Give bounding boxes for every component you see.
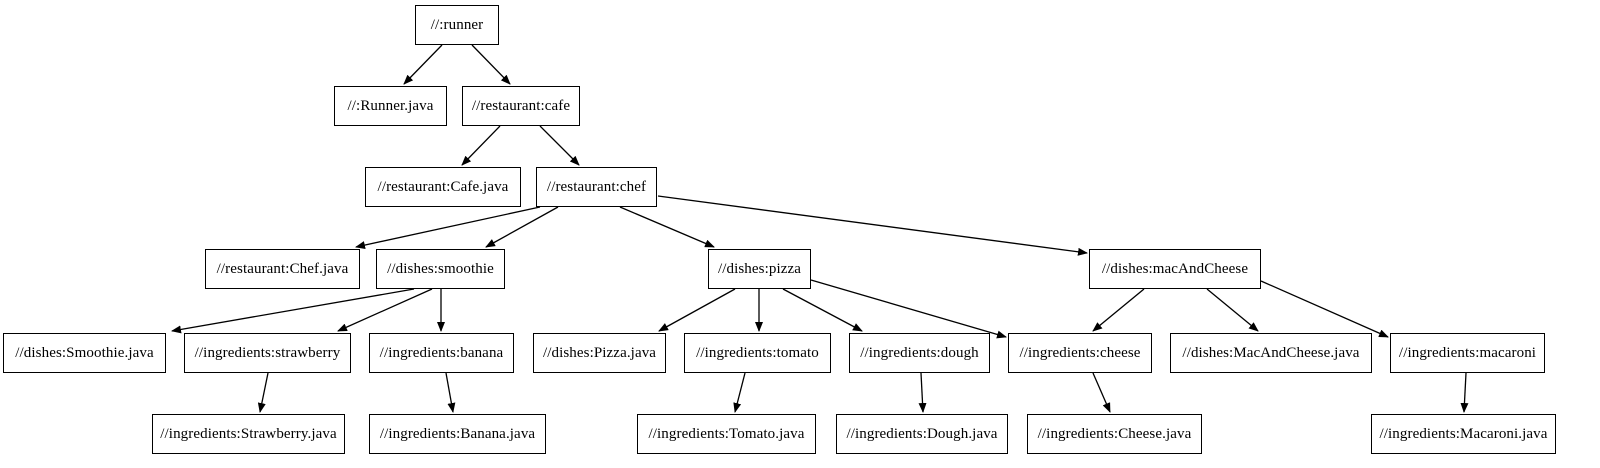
graph-node-label: //ingredients:Banana.java — [379, 425, 536, 442]
graph-edge-runner-to-restaurant_cafe — [471, 44, 511, 85]
graph-node-label: //dishes:macAndCheese — [1101, 260, 1249, 277]
graph-node-dishes_smoothie[interactable]: //dishes:smoothie — [376, 249, 505, 289]
graph-node-ing_dough_java[interactable]: //ingredients:Dough.java — [836, 414, 1008, 454]
graph-node-label: //ingredients:strawberry — [194, 344, 341, 361]
graph-node-ing_strawberry_java[interactable]: //ingredients:Strawberry.java — [152, 414, 345, 454]
graph-node-dishes_macandcheese_java[interactable]: //dishes:MacAndCheese.java — [1170, 333, 1372, 373]
graph-node-label: //ingredients:Dough.java — [846, 425, 998, 442]
graph-edge-ing_banana-to-ing_banana_java — [445, 372, 456, 413]
graph-node-label: //ingredients:Tomato.java — [648, 425, 805, 442]
graph-node-label: //ingredients:macaroni — [1398, 344, 1537, 361]
graph-edge-restaurant_chef-to-restaurant_chef_java — [355, 206, 541, 249]
graph-node-label: //ingredients:banana — [379, 344, 504, 361]
graph-node-runner_java[interactable]: //:Runner.java — [334, 86, 447, 126]
graph-node-label: //restaurant:chef — [546, 178, 647, 195]
graph-node-restaurant_cafe[interactable]: //restaurant:cafe — [462, 86, 580, 126]
graph-node-ing_tomato_java[interactable]: //ingredients:Tomato.java — [637, 414, 816, 454]
graph-edge-ing_dough-to-ing_dough_java — [918, 372, 927, 413]
graph-node-dishes_macandcheese[interactable]: //dishes:macAndCheese — [1089, 249, 1261, 289]
graph-edge-ing_macaroni-to-ing_macaroni_java — [1460, 372, 1469, 413]
graph-node-ing_macaroni_java[interactable]: //ingredients:Macaroni.java — [1371, 414, 1556, 454]
graph-node-dishes_pizza[interactable]: //dishes:pizza — [708, 249, 811, 289]
graph-node-label: //:runner — [430, 16, 484, 33]
graph-node-restaurant_chef_java[interactable]: //restaurant:Chef.java — [205, 249, 360, 289]
graph-edge-dishes_macandcheese-to-dishes_macandcheese_java — [1206, 288, 1259, 332]
graph-node-label: //ingredients:tomato — [696, 344, 819, 361]
graph-node-ing_strawberry[interactable]: //ingredients:strawberry — [184, 333, 351, 373]
graph-node-ing_cheese[interactable]: //ingredients:cheese — [1008, 333, 1152, 373]
graph-node-restaurant_chef[interactable]: //restaurant:chef — [536, 167, 657, 207]
graph-edge-runner-to-runner_java — [403, 44, 443, 85]
graph-node-restaurant_cafe_java[interactable]: //restaurant:Cafe.java — [365, 167, 521, 207]
graph-node-label: //ingredients:dough — [860, 344, 979, 361]
graph-edge-dishes_smoothie-to-ing_strawberry — [337, 288, 433, 332]
graph-node-label: //dishes:Smoothie.java — [15, 344, 154, 361]
graph-edge-dishes_pizza-to-ing_dough — [782, 288, 863, 332]
graph-edge-dishes_macandcheese-to-ing_macaroni — [1260, 280, 1389, 338]
graph-node-label: //restaurant:cafe — [471, 97, 571, 114]
graph-node-ing_cheese_java[interactable]: //ingredients:Cheese.java — [1027, 414, 1202, 454]
graph-node-dishes_pizza_java[interactable]: //dishes:Pizza.java — [533, 333, 666, 373]
graph-node-label: //ingredients:cheese — [1019, 344, 1141, 361]
graph-node-label: //ingredients:Strawberry.java — [160, 425, 337, 442]
graph-node-label: //restaurant:Cafe.java — [377, 178, 509, 195]
graph-node-ing_tomato[interactable]: //ingredients:tomato — [684, 333, 831, 373]
graph-edge-dishes_macandcheese-to-ing_cheese — [1092, 288, 1145, 332]
graph-node-label: //restaurant:Chef.java — [216, 260, 349, 277]
graph-node-label: //dishes:Pizza.java — [542, 344, 657, 361]
graph-edge-dishes_smoothie-to-dishes_smoothie_java — [171, 288, 415, 334]
graph-node-label: //ingredients:Cheese.java — [1037, 425, 1192, 442]
graph-node-ing_banana[interactable]: //ingredients:banana — [369, 333, 514, 373]
graph-node-dishes_smoothie_java[interactable]: //dishes:Smoothie.java — [3, 333, 166, 373]
graph-edge-dishes_pizza-to-dishes_pizza_java — [658, 288, 736, 332]
graph-edge-ing_strawberry-to-ing_strawberry_java — [257, 372, 269, 413]
graph-node-label: //:Runner.java — [347, 97, 434, 114]
graph-node-ing_macaroni[interactable]: //ingredients:macaroni — [1390, 333, 1545, 373]
graph-node-label: //dishes:pizza — [717, 260, 802, 277]
graph-node-label: //dishes:smoothie — [387, 260, 494, 277]
graph-node-ing_dough[interactable]: //ingredients:dough — [849, 333, 990, 373]
graph-edge-restaurant_chef-to-dishes_macandcheese — [657, 195, 1088, 256]
graph-edge-restaurant_chef-to-dishes_pizza — [619, 206, 715, 248]
graph-edge-dishes_pizza-to-ing_cheese — [810, 279, 1007, 339]
graph-node-label: //dishes:MacAndCheese.java — [1182, 344, 1360, 361]
graph-edge-restaurant_cafe-to-restaurant_cafe_java — [461, 125, 501, 166]
graph-node-label: //ingredients:Macaroni.java — [1379, 425, 1548, 442]
graph-edge-ing_tomato-to-ing_tomato_java — [733, 372, 746, 413]
graph-node-ing_banana_java[interactable]: //ingredients:Banana.java — [369, 414, 546, 454]
graph-edge-restaurant_cafe-to-restaurant_chef — [539, 125, 580, 166]
graph-edge-ing_cheese-to-ing_cheese_java — [1092, 372, 1111, 413]
graph-node-runner[interactable]: //:runner — [415, 5, 499, 45]
graph-edge-restaurant_chef-to-dishes_smoothie — [485, 206, 559, 248]
